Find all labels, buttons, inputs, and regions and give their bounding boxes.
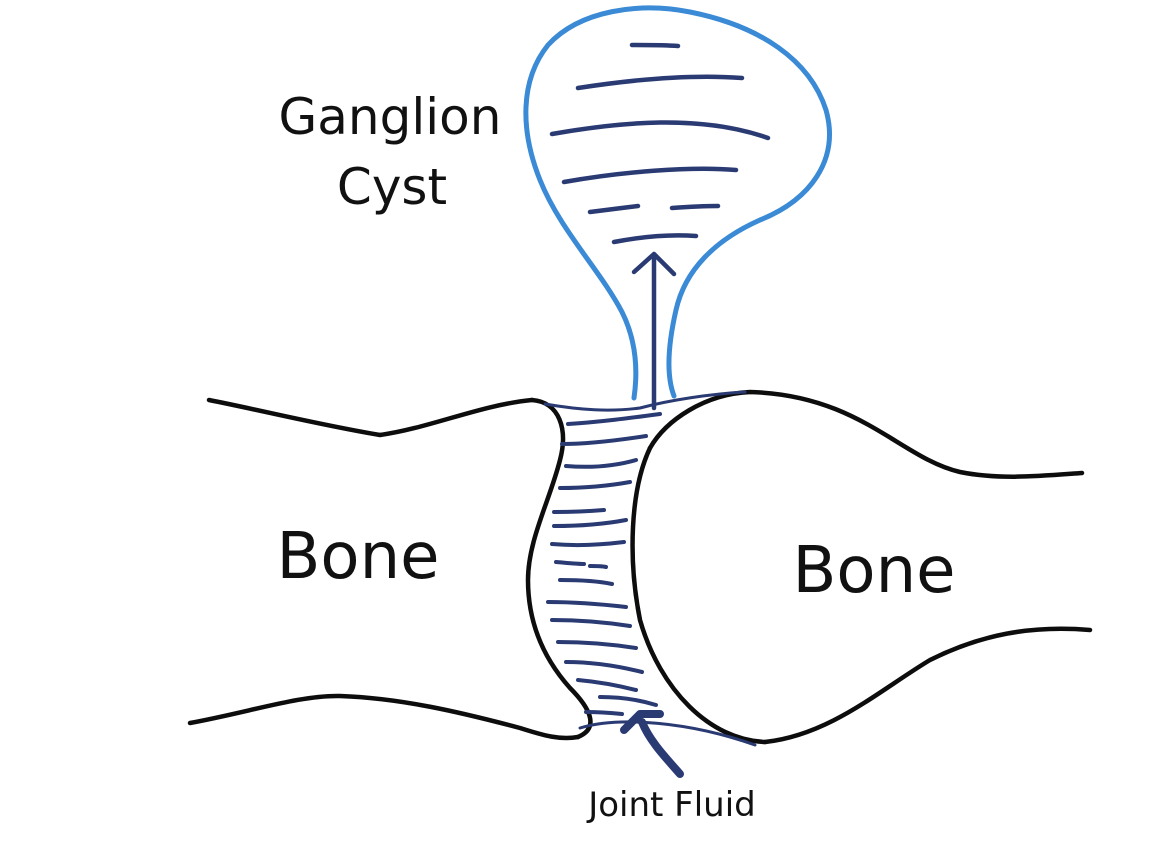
- fluid-stroke: [564, 458, 638, 469]
- left-bone: [187, 397, 593, 741]
- cyst-stroke: [561, 166, 739, 185]
- cyst-label: Cyst: [337, 158, 447, 216]
- right-bone-top-edge: [647, 389, 1085, 479]
- left-bone-joint-edge: [525, 397, 593, 740]
- fluid-stroke: [576, 678, 638, 692]
- cyst-stroke: [575, 74, 745, 91]
- joint-fluid-hatching: [546, 412, 662, 716]
- cyst-stroke: [611, 233, 699, 245]
- fluid-stroke: [552, 508, 606, 514]
- fluid-stroke: [564, 660, 644, 674]
- bone-left-label: Bone: [277, 520, 440, 594]
- joint-space: [543, 390, 757, 747]
- cyst-stroke: [669, 203, 721, 211]
- fluid-stroke: [550, 540, 626, 548]
- joint-space-top-edge: [543, 390, 747, 412]
- left-bone-bottom-edge: [187, 693, 581, 741]
- fluid-stroke: [550, 618, 632, 628]
- fluid-stroke: [554, 560, 586, 566]
- fluid-stroke: [552, 518, 628, 528]
- ganglion-label: Ganglion: [279, 88, 502, 146]
- joint-fluid-arrow-shaft: [638, 718, 684, 778]
- ganglion-cyst-outline: [523, 5, 832, 401]
- fluid-stroke: [556, 640, 638, 650]
- right-bone-joint-edge: [630, 445, 768, 745]
- cyst-stroke: [629, 42, 681, 49]
- left-bone-top-edge: [206, 397, 535, 438]
- right-bone: [630, 389, 1093, 745]
- fluid-stroke: [558, 480, 632, 490]
- joint-fluid-arrow: [620, 710, 684, 778]
- bone-right-label: Bone: [793, 534, 956, 608]
- fluid-stroke: [598, 695, 658, 707]
- cyst-fluid-hatching: [549, 42, 771, 245]
- joint-space-bottom-edge: [578, 720, 757, 747]
- cyst-stroke: [587, 203, 641, 215]
- cyst-fill-arrowhead: [631, 251, 677, 277]
- fluid-stroke: [546, 600, 628, 609]
- fluid-stroke: [588, 564, 608, 569]
- fluid-stroke: [560, 434, 648, 446]
- fluid-stroke: [558, 578, 614, 586]
- cyst-fill-arrow: [631, 251, 677, 411]
- joint-fluid-label: Joint Fluid: [586, 785, 756, 825]
- joint-fluid-arrowhead: [620, 710, 664, 734]
- cyst-stroke: [549, 120, 771, 141]
- fluid-stroke: [584, 710, 624, 716]
- fluid-stroke: [566, 412, 662, 426]
- right-bone-bottom-edge: [762, 626, 1093, 745]
